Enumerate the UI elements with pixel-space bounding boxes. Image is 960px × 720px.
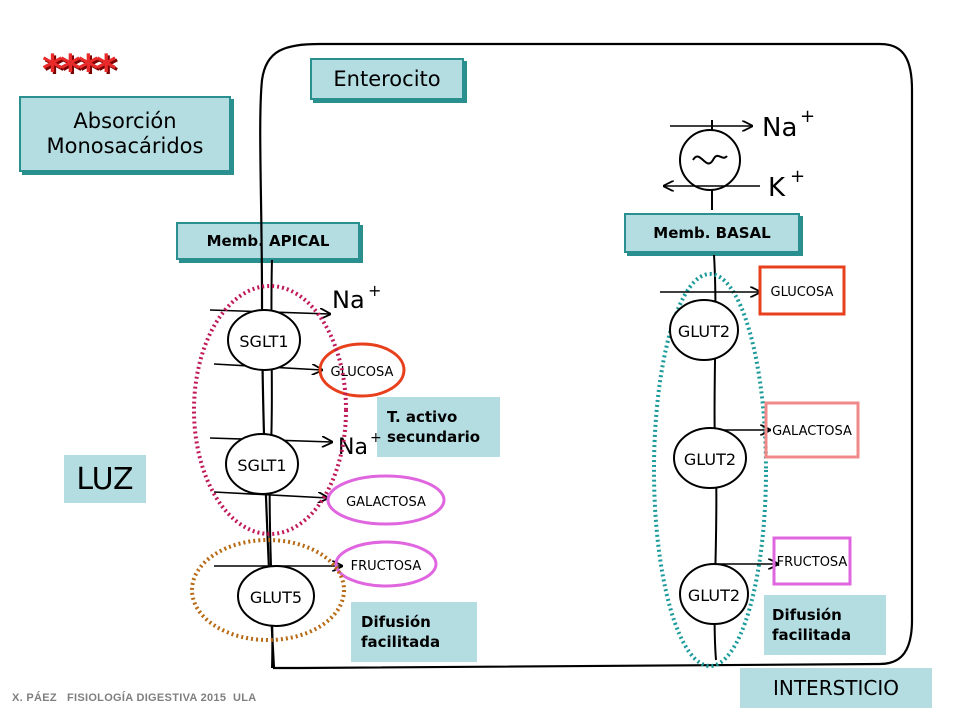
svg-text:+: + (790, 166, 805, 187)
basal-group-outline (652, 272, 768, 668)
svg-text:Na: Na (332, 286, 365, 314)
svg-text:+: + (368, 281, 381, 300)
facilitated-apical-box: Difusión facilitada (351, 602, 477, 662)
svg-text:FRUCTOSA: FRUCTOSA (777, 555, 848, 570)
sglt1-transporter-upper: SGLT1 Na + (209, 281, 381, 370)
footer-credit: X. PÁEZ FISIOLOGÍA DIGESTIVA 2015 ULA (12, 692, 257, 704)
lumen-label: LUZ (76, 461, 134, 497)
galactose-basal-tag: GALACTOSA (764, 401, 860, 459)
fructose-basal-tag: FRUCTOSA (772, 536, 852, 586)
title-box: Absorción Monosacáridos (19, 96, 231, 172)
svg-text:+: + (370, 430, 382, 446)
svg-text:SGLT1: SGLT1 (239, 332, 288, 351)
title-line-2: Monosacáridos (46, 134, 204, 158)
galactose-apical-tag: GALACTOSA (326, 474, 446, 526)
interstitium-box: INTERSTICIO (740, 668, 932, 708)
secondary-active-line-1: T. activo (387, 407, 458, 426)
apical-membrane-label: Memb. APICAL (176, 222, 360, 260)
svg-text:+: + (800, 106, 815, 127)
glut2-transporter-lower: GLUT2 (679, 564, 778, 625)
glucose-basal-tag: GLUCOSA (758, 265, 846, 316)
sglt-group-outline (192, 284, 348, 536)
facilitated-apical-line-2: facilitada (361, 633, 441, 651)
secondary-active-line-2: secundario (387, 428, 481, 446)
decorative-stars: **** (42, 47, 117, 93)
svg-text:GLUCOSA: GLUCOSA (771, 285, 834, 300)
svg-text:GALACTOSA: GALACTOSA (772, 424, 852, 439)
sglt1-transporter-lower: SGLT1 Na + (209, 430, 382, 498)
svg-text:FRUCTOSA: FRUCTOSA (351, 559, 422, 574)
cell-label-box: Enterocito (310, 58, 464, 100)
glut2-transporter-upper: GLUT2 (660, 292, 760, 361)
svg-text:GLUT2: GLUT2 (678, 322, 730, 341)
facilitated-basal-box: Difusión facilitada (764, 595, 886, 655)
svg-text:Na: Na (762, 113, 797, 143)
svg-text:GLUCOSA: GLUCOSA (331, 365, 394, 380)
svg-text:GALACTOSA: GALACTOSA (346, 495, 426, 510)
enterocyte-outline (259, 42, 914, 670)
fructose-apical-tag: FRUCTOSA (334, 540, 438, 588)
svg-text:GLUT5: GLUT5 (250, 588, 302, 607)
interstitium-label: INTERSTICIO (772, 676, 900, 700)
glut2-transporter-middle: GLUT2 (673, 428, 770, 489)
glucose-apical-tag: GLUCOSA (318, 342, 406, 398)
facilitated-apical-line-1: Difusión (361, 612, 431, 631)
apical-membrane-text: Memb. APICAL (206, 232, 330, 250)
na-k-pump: Na + K + (664, 106, 815, 203)
svg-text:SGLT1: SGLT1 (237, 456, 286, 475)
lumen-label-box: LUZ (64, 455, 146, 503)
cell-label: Enterocito (333, 67, 441, 91)
glut5-transporter: GLUT5 (214, 566, 342, 627)
basal-membrane-label: Memb. BASAL (624, 213, 800, 253)
title-line-1: Absorción (73, 108, 177, 133)
glut5-group-outline (190, 538, 346, 642)
svg-text:GLUT2: GLUT2 (684, 450, 736, 469)
facilitated-basal-line-1: Difusión (772, 605, 842, 624)
svg-text:Na: Na (338, 435, 368, 460)
basal-membrane-text: Memb. BASAL (653, 224, 771, 242)
facilitated-basal-line-2: facilitada (772, 626, 852, 644)
secondary-active-box: T. activo secundario (377, 397, 500, 457)
svg-text:GLUT2: GLUT2 (688, 586, 740, 605)
svg-text:K: K (768, 173, 786, 203)
